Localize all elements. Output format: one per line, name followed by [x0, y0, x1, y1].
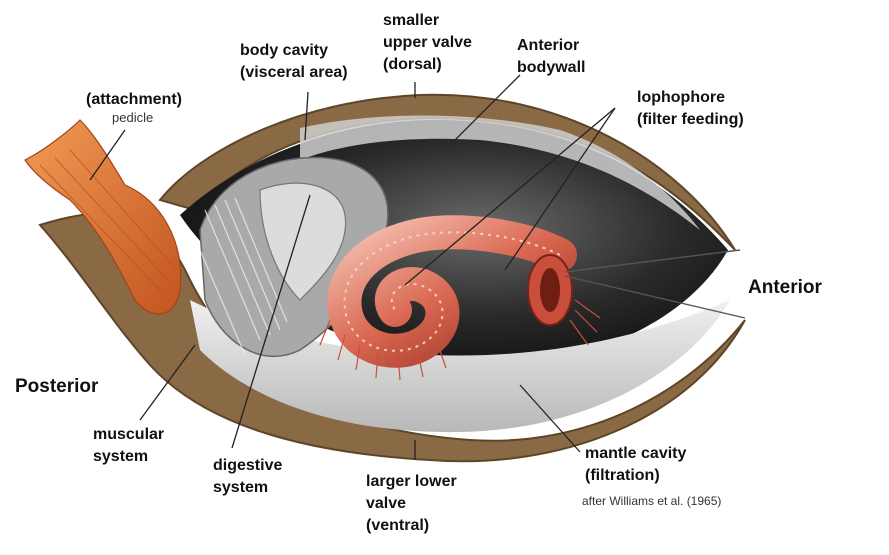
label-lophophore: lophophore (filter feeding) [637, 89, 744, 128]
leader-lines [89, 74, 616, 460]
label-larger-lower-valve: larger lower valve (ventral) [366, 473, 457, 534]
pedicle-strands [39, 149, 176, 291]
lower-valve-shell [38, 212, 746, 463]
lophophore-tentacles [319, 299, 601, 381]
label-pedicle: pedicle [112, 110, 154, 125]
figure-credit: after Williams et al. (1965) [582, 494, 722, 508]
label-anterior-bodywall: Anterior bodywall [517, 37, 586, 76]
label-smaller-upper-valve: smaller upper valve (dorsal) [383, 12, 472, 73]
label-anterior: Anterior [748, 277, 822, 298]
muscle-fibers [199, 197, 288, 356]
label-attachment: (attachment) [86, 91, 183, 108]
label-mantle-cavity: mantle cavity (filtration) [585, 445, 687, 484]
label-muscular-system: muscular system [93, 426, 165, 465]
anterior-bodywall-band [300, 115, 700, 230]
pedicle [24, 119, 182, 315]
mantle-cavity-surface [190, 300, 730, 433]
digestive-gland [259, 182, 347, 301]
setae [564, 249, 746, 319]
label-body-cavity: body cavity (visceral area) [240, 42, 348, 81]
label-digestive-system: digestive system [213, 457, 283, 496]
lophophore [327, 215, 577, 368]
label-posterior: Posterior [15, 376, 99, 397]
